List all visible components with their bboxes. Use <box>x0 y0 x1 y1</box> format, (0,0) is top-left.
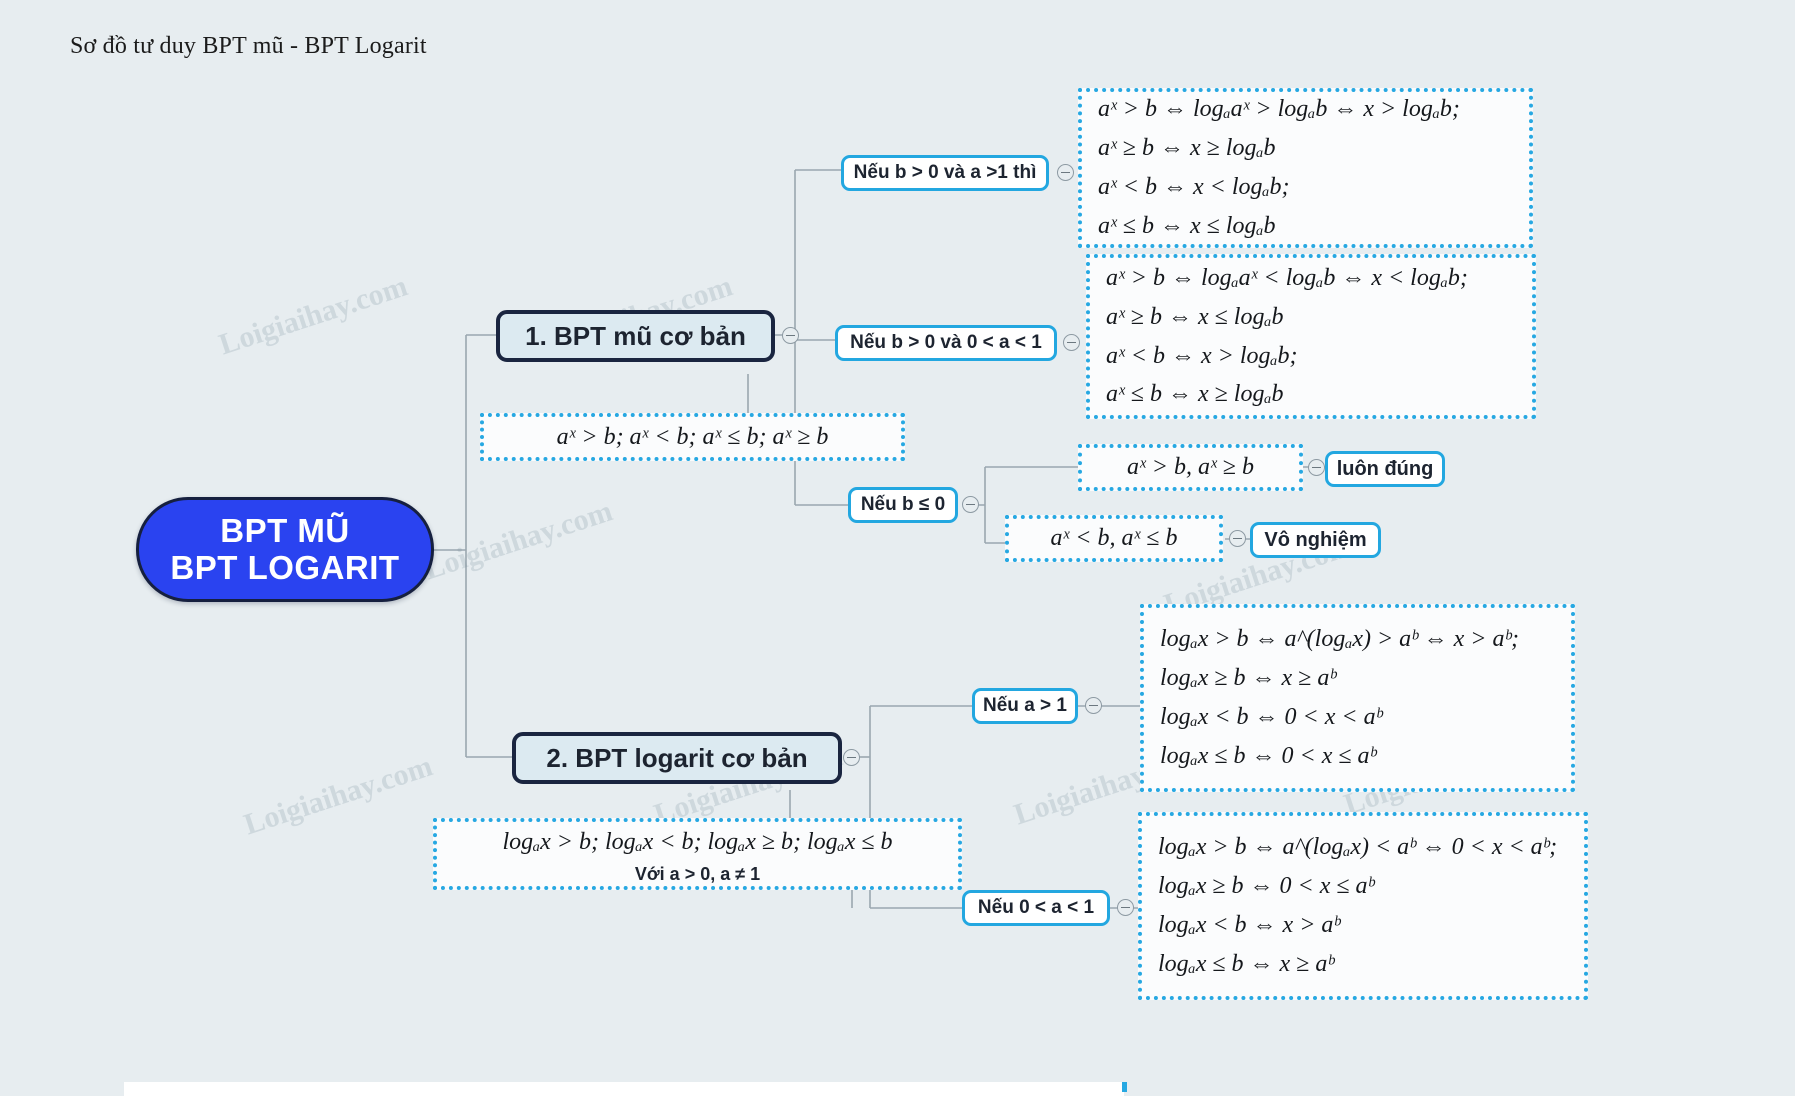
root-node[interactable]: BPT MŨ BPT LOGARIT <box>136 497 434 602</box>
result-pill-luon-dung[interactable]: luôn đúng <box>1325 451 1445 487</box>
collapse-toggle-result-1[interactable] <box>1308 459 1325 476</box>
formula-line: logₐx ≤ b ⇔ x ≥ aᵇ <box>1158 950 1334 977</box>
formula-line: aˣ < b ⇔ x > logₐb; <box>1106 342 1298 369</box>
formula-line: logₐx ≤ b ⇔ 0 < x ≤ aᵇ <box>1160 742 1376 769</box>
formula-panel-logarithmic-base: logₐx > b; logₐx < b; logₐx ≥ b; logₐx ≤… <box>433 818 962 890</box>
formula-note: Với a > 0, a ≠ 1 <box>634 863 761 884</box>
formula-line: aˣ ≥ b ⇔ x ≥ logₐb <box>1098 135 1276 162</box>
condition-pill-b-le-0[interactable]: Nếu b ≤ 0 <box>848 487 958 523</box>
collapse-toggle-cond-5[interactable] <box>1117 899 1134 916</box>
formula-line: aˣ < b, aˣ ≤ b <box>1050 525 1178 552</box>
branch-node-bpt-mu[interactable]: 1. BPT mũ cơ bản <box>496 310 775 362</box>
formula-panel-b-le-0-true: aˣ > b, aˣ ≥ b <box>1078 444 1303 491</box>
condition-pill-a-gt-1[interactable]: Nếu a > 1 <box>972 688 1078 724</box>
formula-panel-exponential-base: aˣ > b; aˣ < b; aˣ ≤ b; aˣ ≥ b <box>480 413 905 461</box>
bottom-tick-marker <box>1122 1082 1127 1092</box>
root-line-2: BPT LOGARIT <box>170 548 400 586</box>
root-line-1: BPT MŨ <box>220 511 350 549</box>
formula-panel-exp-a-gt-1: aˣ > b ⇔ logₐaˣ > logₐb ⇔ x > logₐb; aˣ … <box>1078 88 1533 248</box>
collapse-toggle-branch-2[interactable] <box>843 749 860 766</box>
formula-panel-log-0-lt-a-lt-1: logₐx > b ⇔ a^(logₐx) < aᵇ ⇔ 0 < x < aᵇ;… <box>1138 812 1588 1000</box>
branch-label: 1. BPT mũ cơ bản <box>525 320 746 351</box>
collapse-toggle-cond-3[interactable] <box>962 496 979 513</box>
formula-line: logₐx < b ⇔ 0 < x < aᵇ <box>1160 704 1383 730</box>
formula-line: logₐx > b; logₐx < b; logₐx ≥ b; logₐx ≤… <box>502 829 893 856</box>
formula-line: aˣ > b, aˣ ≥ b <box>1127 454 1254 481</box>
formula-line: aˣ > b ⇔ logₐaˣ > logₐb ⇔ x > logₐb; <box>1098 96 1460 123</box>
formula-line: logₐx > b ⇔ a^(logₐx) < aᵇ ⇔ 0 < x < aᵇ; <box>1158 834 1558 861</box>
formula-line: aˣ > b; aˣ < b; aˣ ≤ b; aˣ ≥ b <box>556 423 829 450</box>
condition-pill-b-gt-0-a-gt-1[interactable]: Nếu b > 0 và a >1 thì <box>841 155 1049 191</box>
formula-line: logₐx ≥ b ⇔ x ≥ aᵇ <box>1160 665 1336 692</box>
collapse-toggle-cond-4[interactable] <box>1085 697 1102 714</box>
collapse-toggle-cond-2[interactable] <box>1063 334 1080 351</box>
formula-line: logₐx < b ⇔ x > aᵇ <box>1158 912 1340 938</box>
formula-line: aˣ ≥ b ⇔ x ≤ logₐb <box>1106 303 1284 330</box>
condition-label: Nếu 0 < a < 1 <box>977 897 1095 918</box>
formula-line: logₐx > b ⇔ a^(logₐx) > aᵇ ⇔ x > aᵇ; <box>1160 626 1519 653</box>
condition-label: Nếu b > 0 và 0 < a < 1 <box>850 332 1042 353</box>
formula-line: aˣ ≤ b ⇔ x ≥ logₐb <box>1106 381 1284 408</box>
result-pill-vo-nghiem[interactable]: Vô nghiệm <box>1250 522 1381 558</box>
formula-panel-log-a-gt-1: logₐx > b ⇔ a^(logₐx) > aᵇ ⇔ x > aᵇ; log… <box>1140 604 1575 792</box>
formula-panel-b-le-0-false: aˣ < b, aˣ ≤ b <box>1005 515 1223 562</box>
collapse-toggle-cond-1[interactable] <box>1057 164 1074 181</box>
bottom-strip <box>124 1082 1124 1096</box>
condition-pill-b-gt-0-0-lt-a-lt-1[interactable]: Nếu b > 0 và 0 < a < 1 <box>835 325 1057 361</box>
formula-line: aˣ ≤ b ⇔ x ≤ logₐb <box>1098 212 1276 239</box>
formula-line: aˣ > b ⇔ logₐaˣ < logₐb ⇔ x < logₐb; <box>1106 264 1468 291</box>
collapse-toggle-result-2[interactable] <box>1229 530 1246 547</box>
condition-label: Nếu b ≤ 0 <box>860 494 946 515</box>
condition-pill-0-lt-a-lt-1[interactable]: Nếu 0 < a < 1 <box>962 890 1110 926</box>
collapse-toggle-branch-1[interactable] <box>782 327 799 344</box>
result-label: luôn đúng <box>1336 457 1434 480</box>
page-title: Sơ đồ tư duy BPT mũ - BPT Logarit <box>70 33 427 59</box>
condition-label: Nếu a > 1 <box>983 695 1067 716</box>
result-label: Vô nghiệm <box>1264 528 1367 551</box>
branch-node-bpt-logarit[interactable]: 2. BPT logarit cơ bản <box>512 732 842 784</box>
formula-panel-exp-0-lt-a-lt-1: aˣ > b ⇔ logₐaˣ < logₐb ⇔ x < logₐb; aˣ … <box>1086 254 1536 419</box>
branch-label: 2. BPT logarit cơ bản <box>546 742 808 773</box>
condition-label: Nếu b > 0 và a >1 thì <box>853 162 1037 183</box>
formula-line: aˣ < b ⇔ x < logₐb; <box>1098 174 1290 200</box>
formula-line: logₐx ≥ b ⇔ 0 < x ≤ aᵇ <box>1158 873 1374 900</box>
